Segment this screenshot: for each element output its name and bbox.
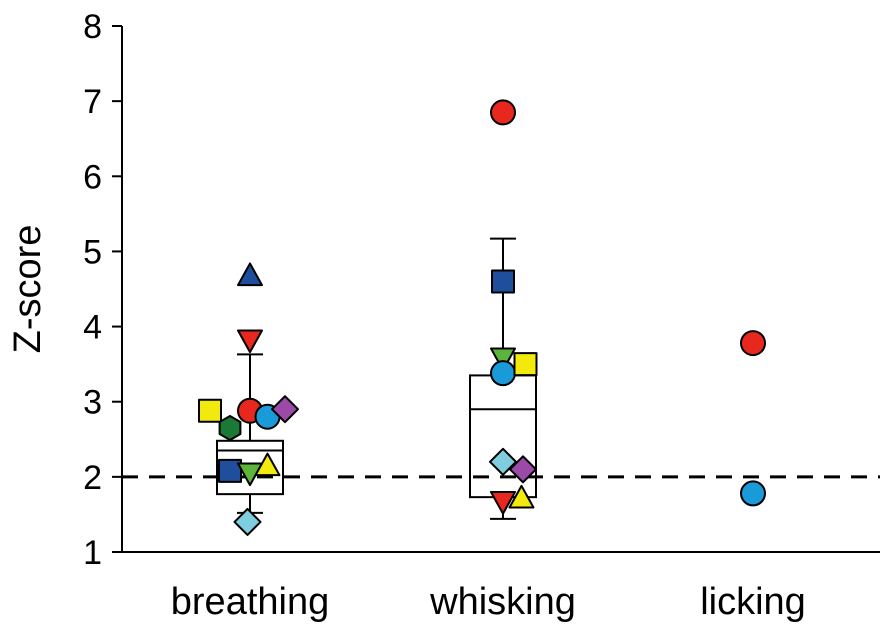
data-point-circle bbox=[740, 330, 766, 357]
y-axis-title: Z-score bbox=[7, 225, 49, 354]
data-point-diamond bbox=[271, 395, 299, 424]
data-point-triangle-down bbox=[237, 329, 263, 354]
data-point-circle bbox=[740, 480, 766, 507]
y-tick-label: 2 bbox=[83, 459, 102, 497]
data-point-diamond bbox=[509, 455, 537, 484]
x-category-label: licking bbox=[700, 581, 806, 623]
y-axis: 1 2 3 4 5 6 7 8 bbox=[83, 8, 123, 572]
data-point-triangle-down bbox=[490, 491, 516, 515]
data-point-square bbox=[198, 398, 222, 423]
x-axis: breathing whisking licking bbox=[122, 551, 880, 623]
x-category-label: breathing bbox=[171, 581, 329, 623]
y-tick-label: 4 bbox=[83, 309, 102, 347]
data-point-circle bbox=[490, 360, 516, 387]
data-point-diamond bbox=[233, 507, 262, 536]
y-tick-label: 1 bbox=[83, 534, 102, 572]
data-points bbox=[198, 99, 766, 536]
data-point-circle bbox=[490, 99, 516, 126]
data-point-diamond bbox=[489, 447, 517, 476]
data-point-triangle-down bbox=[490, 347, 516, 372]
data-point-square bbox=[513, 352, 538, 377]
data-point-square bbox=[491, 269, 515, 294]
x-category-label: whisking bbox=[429, 581, 576, 623]
data-point-triangle-up bbox=[237, 262, 263, 287]
y-tick-label: 3 bbox=[83, 384, 102, 422]
data-point-triangle-up bbox=[508, 484, 535, 509]
data-point-triangle-up bbox=[254, 452, 281, 477]
y-tick-label: 5 bbox=[83, 233, 102, 271]
y-tick-label: 7 bbox=[83, 83, 102, 121]
y-tick-label: 6 bbox=[83, 158, 102, 196]
data-point-hexagon bbox=[218, 415, 242, 441]
y-tick-label: 8 bbox=[83, 8, 102, 46]
